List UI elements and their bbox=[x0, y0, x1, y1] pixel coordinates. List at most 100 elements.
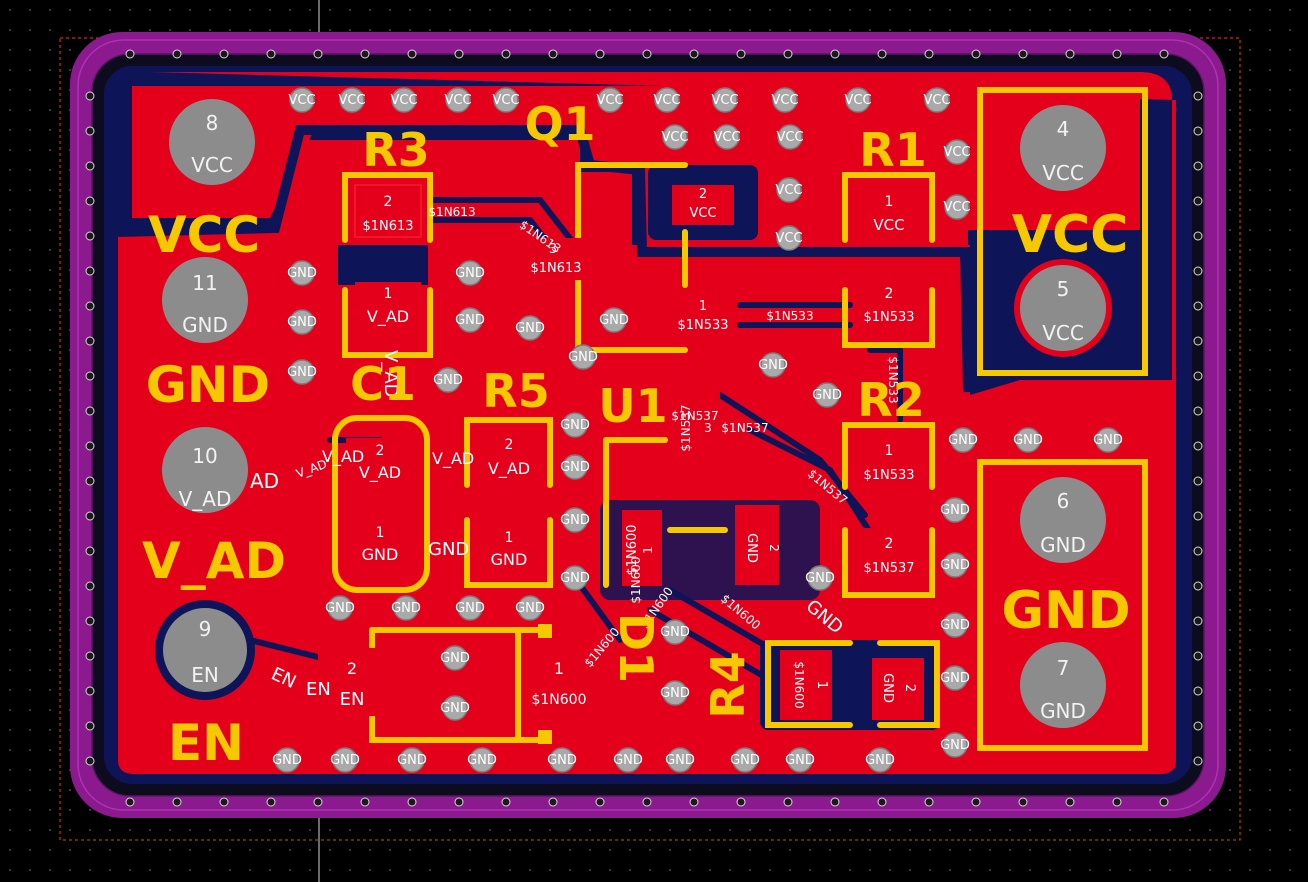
svg-text:2: 2 bbox=[767, 544, 781, 552]
th-pin-9[interactable]: 9EN bbox=[155, 600, 255, 700]
pad-u1-3[interactable]: 3$1N537 bbox=[670, 390, 720, 462]
d1-corner-mark-top bbox=[538, 624, 552, 638]
via bbox=[944, 194, 970, 220]
svg-text:EN: EN bbox=[191, 663, 219, 687]
pad-r3-1[interactable]: 1V_AD bbox=[355, 282, 421, 334]
stitch-via bbox=[219, 49, 229, 59]
stitch-via bbox=[1159, 797, 1169, 807]
stitch-via bbox=[924, 797, 934, 807]
svg-text:1: 1 bbox=[885, 443, 894, 459]
stitch-via bbox=[1193, 546, 1203, 556]
via-label: GND bbox=[599, 313, 629, 328]
th-pin-10[interactable]: 10V_AD bbox=[156, 421, 254, 519]
via-label: VCC bbox=[923, 93, 950, 108]
via-label: VCC bbox=[338, 93, 365, 108]
via-label: GND bbox=[455, 313, 485, 328]
pad-d1-2[interactable]: 2EN bbox=[318, 648, 388, 716]
stitch-via bbox=[736, 49, 746, 59]
stitch-via bbox=[85, 616, 95, 626]
via-label: GND bbox=[940, 558, 970, 573]
pad-q1-1[interactable]: 1$1N533 bbox=[672, 295, 734, 337]
stitch-via bbox=[1193, 301, 1203, 311]
stitch-via bbox=[595, 49, 605, 59]
pad-d1-1[interactable]: 1$1N600 bbox=[524, 648, 594, 716]
via bbox=[442, 695, 468, 721]
stitch-via bbox=[642, 49, 652, 59]
svg-text:1: 1 bbox=[885, 194, 894, 210]
svg-text:6: 6 bbox=[1057, 489, 1070, 513]
stitch-via bbox=[85, 336, 95, 346]
pad-r2-2[interactable]: 2$1N537 bbox=[855, 528, 923, 580]
pad-q1-3[interactable]: 3$1N613 bbox=[522, 238, 584, 280]
silk-label-gnd-right: GND bbox=[1001, 581, 1130, 641]
via-label: GND bbox=[660, 625, 690, 640]
designator-u1: U1 bbox=[598, 379, 667, 433]
stitch-via bbox=[407, 49, 417, 59]
via-label: GND bbox=[940, 738, 970, 753]
via-label: GND bbox=[948, 433, 978, 448]
trace-label: EN bbox=[306, 679, 331, 700]
svg-text:$1N537: $1N537 bbox=[679, 404, 693, 451]
svg-text:GND: GND bbox=[362, 545, 399, 564]
via-label: GND bbox=[397, 753, 427, 768]
stitch-via bbox=[85, 371, 95, 381]
pad-r1-2[interactable]: 2$1N533 bbox=[855, 282, 923, 334]
trace-label: GND bbox=[428, 539, 469, 560]
svg-text:2: 2 bbox=[505, 437, 514, 453]
designator-q1: Q1 bbox=[524, 97, 595, 151]
trace-label: AD bbox=[250, 469, 279, 493]
svg-text:GND: GND bbox=[744, 533, 759, 563]
svg-text:GND: GND bbox=[880, 673, 895, 703]
via bbox=[942, 732, 968, 758]
stitch-via bbox=[1193, 686, 1203, 696]
pad-r3-2[interactable]: 2$1N613 bbox=[354, 184, 422, 238]
stitch-via bbox=[1018, 49, 1028, 59]
svg-text:EN: EN bbox=[340, 689, 365, 710]
stitch-via bbox=[877, 797, 887, 807]
via-label: GND bbox=[613, 753, 643, 768]
svg-text:2: 2 bbox=[347, 659, 357, 678]
pad-u1-2[interactable]: 2 GND bbox=[735, 505, 781, 585]
stitch-via bbox=[1065, 797, 1075, 807]
via-label: VCC bbox=[775, 231, 802, 246]
pad-r4-1[interactable]: 1$1N600 bbox=[780, 650, 832, 720]
stitch-via bbox=[1193, 756, 1203, 766]
pad-u1-1[interactable]: 1$1N600 bbox=[622, 510, 662, 586]
stitch-via bbox=[548, 797, 558, 807]
pad-r5-2[interactable]: 2V_AD bbox=[477, 428, 541, 480]
svg-text:VCC: VCC bbox=[689, 206, 716, 221]
stitch-via bbox=[85, 441, 95, 451]
via-label: GND bbox=[440, 651, 470, 666]
via-label: GND bbox=[805, 571, 835, 586]
stitch-via bbox=[85, 196, 95, 206]
trace-label: $1N613 bbox=[428, 205, 475, 219]
via-label: GND bbox=[455, 266, 485, 281]
via bbox=[777, 124, 803, 150]
via bbox=[814, 382, 840, 408]
via-label: GND bbox=[515, 601, 545, 616]
stitch-via bbox=[313, 797, 323, 807]
pad-r2-1[interactable]: 1$1N533 bbox=[855, 432, 923, 484]
stitch-via bbox=[783, 49, 793, 59]
stitch-via bbox=[642, 797, 652, 807]
via bbox=[732, 747, 758, 773]
via bbox=[712, 87, 738, 113]
via-label: VCC bbox=[943, 200, 970, 215]
via bbox=[942, 665, 968, 691]
pad-c1-2[interactable]: 2V_AD bbox=[346, 438, 414, 488]
via-label: GND bbox=[812, 388, 842, 403]
via bbox=[1095, 427, 1121, 453]
